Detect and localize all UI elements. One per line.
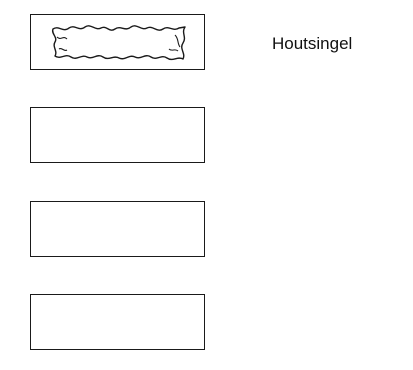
wavy-outline-fill-icon — [51, 25, 186, 61]
legend-symbol-box-2 — [30, 107, 205, 163]
legend-symbol-box-houtsingel — [30, 14, 205, 70]
legend-label-houtsingel: Houtsingel — [272, 34, 353, 53]
legend-symbol-box-4 — [30, 294, 205, 350]
legend-symbol-box-3 — [30, 201, 205, 257]
